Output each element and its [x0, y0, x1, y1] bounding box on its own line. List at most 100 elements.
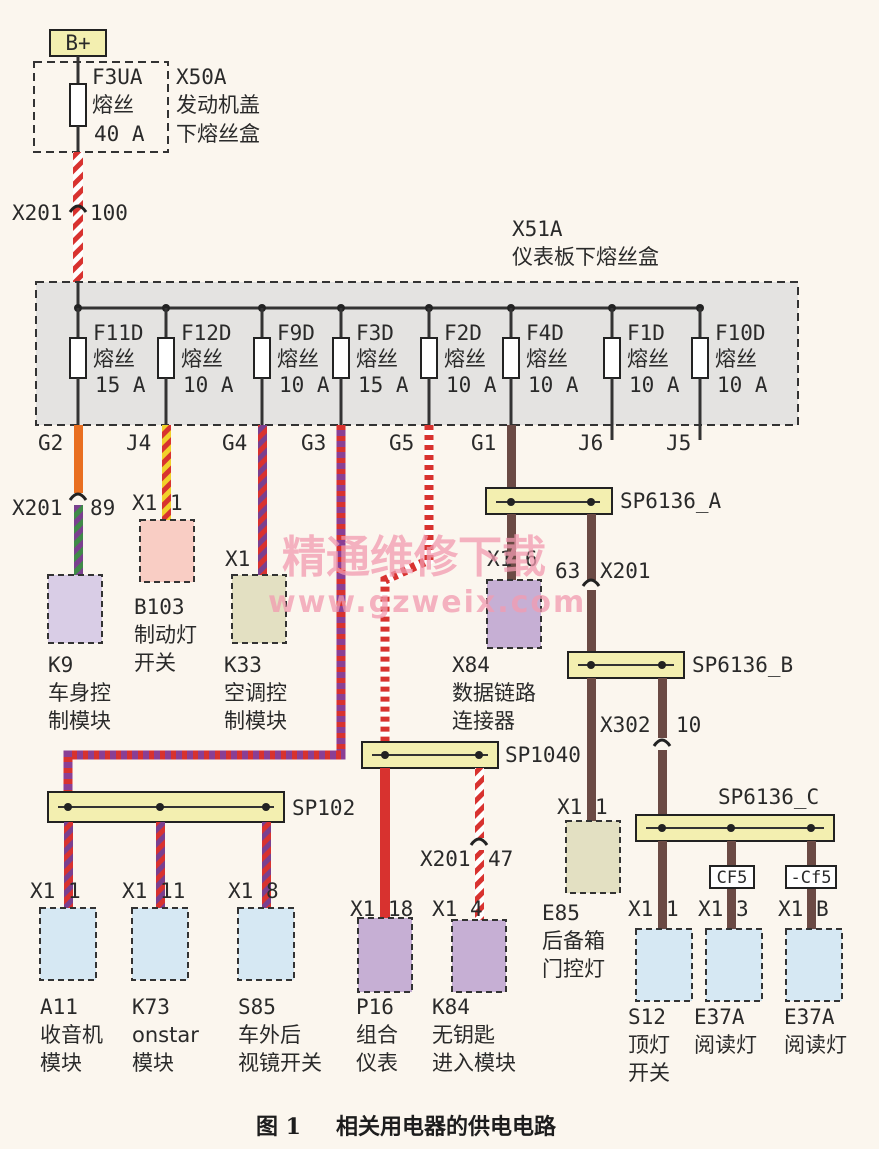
x302-connector-icon: [652, 738, 672, 747]
module-e85-box: [565, 820, 621, 894]
wire-sp6136a-b: [587, 514, 596, 580]
module-b103-pin: 1: [170, 491, 183, 515]
module-a11-connector: X1: [30, 879, 55, 903]
cf5-label: CF5: [717, 868, 748, 888]
module-s12-connector: X1: [628, 897, 653, 921]
module-k9-name-1: 车身控: [48, 681, 111, 705]
wire-k73: [156, 822, 165, 908]
x201-89-id: X201: [12, 496, 63, 520]
module-x84-name-2: 连接器: [452, 709, 515, 733]
wire-sp6136b-c: [658, 678, 667, 738]
panel-fusebox-name: 仪表板下熔丝盒: [512, 245, 659, 269]
fuse-f4d-id: F4D: [526, 321, 564, 345]
fuse-f1d-output: J6: [578, 431, 603, 455]
module-e37a1-code: E37A: [694, 1005, 745, 1029]
module-s12-code: S12: [628, 1005, 666, 1029]
fuse-f4d-rating: 10 A: [528, 373, 579, 397]
fuse-f2d-type: 熔丝: [444, 347, 486, 371]
fuse-f9d-type: 熔丝: [277, 347, 319, 371]
module-k9-box: [47, 574, 103, 644]
module-a11-name-1: 收音机: [40, 1023, 103, 1047]
fuse-f3d-id: F3D: [356, 321, 394, 345]
wire-x84: [507, 514, 516, 580]
module-k33-name-1: 空调控: [224, 681, 287, 705]
panel-fusebox-id: X51A: [512, 217, 563, 241]
module-b103-connector: X1: [132, 491, 157, 515]
module-k73-box: [131, 907, 189, 981]
module-k84-name-2: 进入模块: [432, 1051, 516, 1075]
module-k84-box: [451, 919, 507, 993]
fuse-f11d-id: F11D: [93, 321, 144, 345]
fuse-f3ua-rating: 40 A: [94, 122, 145, 146]
splice-sp6136b-label: SP6136_B: [692, 653, 793, 677]
module-b103-name-1: 制动灯: [134, 623, 197, 647]
fuse-f2d-rating: 10 A: [446, 373, 497, 397]
module-p16-code: P16: [356, 995, 394, 1019]
fuse-f3d-type: 熔丝: [356, 347, 398, 371]
module-p16-connector: X1: [350, 897, 375, 921]
fuse-f3d-output: G3: [301, 431, 326, 455]
module-e37a1-box: [705, 928, 763, 1002]
fuse-f12d-id: F12D: [181, 321, 232, 345]
fuse-f3d-rating: 15 A: [358, 373, 409, 397]
fuse-f1d-type: 熔丝: [627, 347, 669, 371]
module-e85-connector: X1: [557, 795, 582, 819]
bplus-label: B+: [65, 31, 90, 55]
module-s85-pin: 8: [266, 879, 279, 903]
fuse-f10d-id: F10D: [715, 321, 766, 345]
module-e37a1-name-1: 阅读灯: [694, 1033, 757, 1057]
module-b103-box: [139, 519, 195, 583]
engine-fusebox-name-1: 发动机盖: [176, 93, 260, 117]
fuse-f9d-icon: [253, 337, 271, 379]
fuse-f11d-icon: [69, 337, 87, 379]
fuse-f2d-icon: [420, 337, 438, 379]
module-k73-name-2: 模块: [132, 1051, 174, 1075]
module-e85-code: E85: [542, 901, 580, 925]
module-s85-name-2: 视镜开关: [238, 1051, 322, 1075]
module-e85-name-1: 后备箱: [542, 929, 605, 953]
x201-top-pin: 100: [90, 201, 128, 225]
caption-text: 相关用电器的供电电路: [336, 1114, 557, 1140]
module-s85-name-1: 车外后: [238, 1023, 301, 1047]
fuse-f12d-type: 熔丝: [181, 347, 223, 371]
module-s12-name-2: 开关: [628, 1061, 670, 1085]
fuse-f2d-output: G5: [389, 431, 414, 455]
wire-k9: [74, 505, 83, 575]
wire-j4: [162, 425, 171, 520]
wire-s12: [658, 841, 667, 929]
wire-g1: [507, 425, 516, 493]
x201-connector-top-icon: [68, 204, 88, 213]
module-k33-code: K33: [224, 653, 262, 677]
x302-id: X302: [600, 713, 651, 737]
module-s12-pin: 1: [666, 897, 679, 921]
x201-89-connector-icon: [68, 492, 88, 501]
module-k9-name-2: 制模块: [48, 709, 111, 733]
module-e37a2-pin: B: [816, 897, 829, 921]
engine-fusebox-name-2: 下熔丝盒: [176, 122, 260, 146]
module-p16-box: [357, 917, 413, 993]
engine-fusebox: [33, 61, 169, 153]
watermark-line1: 精通维修下载: [282, 532, 546, 583]
fuse-f9d-id: F9D: [277, 321, 315, 345]
wire-e85: [587, 678, 596, 821]
module-e37a2-connector: X1: [778, 897, 803, 921]
module-k84-connector: X1: [432, 897, 457, 921]
x201-top-id: X201: [12, 201, 63, 225]
module-x84-code: X84: [452, 653, 490, 677]
module-k84-pin: 4: [470, 897, 483, 921]
x201-47-connector-icon: [469, 837, 489, 846]
fuse-f3ua-type: 熔丝: [92, 93, 134, 117]
panel-fusebox: [35, 281, 799, 426]
module-k84-code: K84: [432, 995, 470, 1019]
module-e85-name-2: 门控灯: [542, 957, 605, 981]
module-s12-box: [635, 928, 693, 1002]
module-a11-pin: 1: [68, 879, 81, 903]
fuse-f10d-output: J5: [666, 431, 691, 455]
module-a11-name-2: 模块: [40, 1051, 82, 1075]
cf5-neg-label: -Cf5: [791, 868, 832, 888]
wire-g2: [74, 425, 83, 493]
wire-g5: [380, 425, 434, 742]
caption-figure: 图 1: [256, 1114, 301, 1140]
